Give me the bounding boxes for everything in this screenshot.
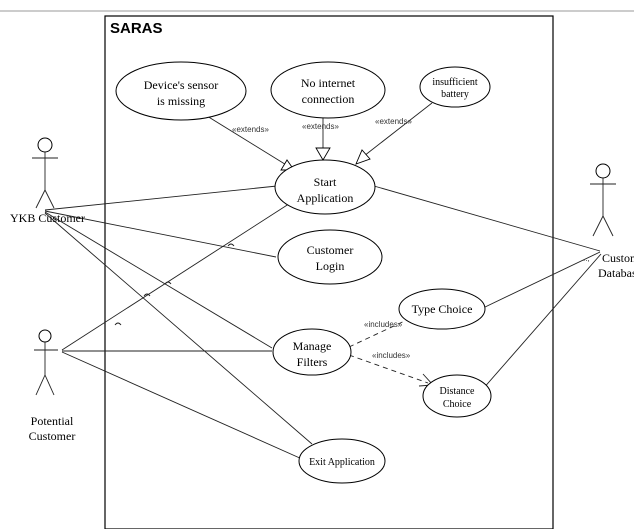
line-hop [164, 281, 172, 285]
system-boundary [104, 15, 554, 529]
use-case-insufficient-battery: insufficient battery [419, 66, 491, 108]
actor-label-fragment: .., [583, 254, 590, 263]
use-case-label: Type Choice [412, 302, 473, 316]
actor-leg [35, 189, 46, 209]
associations [44, 185, 602, 460]
use-case-no-internet: No internet connection [270, 61, 386, 119]
actor-label: Custome [602, 251, 634, 265]
use-case-distance-choice: Distance Choice [422, 374, 492, 418]
actor-head [37, 137, 53, 153]
extend-battery-arrow [355, 149, 371, 165]
extend-battery [363, 102, 433, 157]
use-case-label: Distance [440, 386, 476, 397]
assoc-db-type [482, 251, 601, 309]
extends-label-2: «extends» [302, 122, 339, 131]
use-case-label: Device's sensor [144, 78, 218, 92]
includes-label-2: «includes» [372, 351, 411, 360]
actor-ykb-customer: YKB Customer [10, 137, 85, 225]
actor-leg [35, 374, 46, 396]
assoc-ykb-exit [44, 212, 313, 445]
actor-label: Customer [29, 429, 76, 443]
assoc-potential-start [61, 199, 296, 351]
use-case-label: battery [441, 89, 469, 100]
assoc-potential-exit [61, 351, 303, 460]
use-case-type-choice: Type Choice [398, 288, 486, 330]
assoc-db-start [373, 185, 601, 252]
extend-internet-arrow [315, 147, 331, 161]
actor-potential-customer: Potential Customer [29, 329, 76, 443]
use-case-label: Customer [307, 243, 354, 257]
include-distance [348, 354, 429, 384]
extend-sensor [206, 115, 289, 167]
use-case-label: No internet [301, 76, 356, 90]
actor-leg [592, 215, 604, 237]
actor-label: YKB Customer [10, 211, 85, 225]
assoc-ykb-start [44, 185, 278, 211]
use-case-label: insufficient [432, 77, 478, 88]
actor-label: Databas [598, 266, 634, 280]
use-case-label: Login [316, 259, 345, 273]
line-hop [227, 243, 235, 247]
includes-label-1: «includes» [364, 320, 403, 329]
assoc-ykb-login [44, 210, 277, 258]
assoc-db-distance [481, 253, 602, 391]
use-case-label: is missing [157, 94, 205, 108]
extends-label-1: «extends» [232, 125, 269, 134]
use-case-label: Application [297, 191, 354, 205]
use-case-label: Filters [297, 355, 328, 369]
use-case-customer-login: Customer Login [277, 229, 383, 285]
actor-label: Potential [31, 414, 74, 428]
use-case-exit-application: Exit Application [298, 438, 386, 484]
use-case-label: Manage [293, 339, 332, 353]
use-case-manage-filters: Manage Filters [272, 328, 352, 376]
actor-head [38, 329, 52, 343]
actor-head [595, 163, 611, 179]
extends-label-3: «extends» [375, 117, 412, 126]
actor-leg [602, 215, 614, 237]
line-hop [114, 322, 122, 326]
use-case-label: connection [302, 92, 355, 106]
use-case-label: Exit Application [309, 457, 375, 468]
system-title: SARAS [110, 20, 163, 37]
use-case-label: Start [314, 175, 337, 189]
use-case-label: Choice [443, 399, 472, 410]
actor-leg [44, 189, 55, 209]
line-hop [143, 293, 151, 297]
use-case-start-application: Start Application [274, 159, 376, 215]
use-case-sensor-missing: Device's sensor is missing [115, 61, 247, 121]
actor-customer-database: Custome Databas .., [583, 163, 634, 280]
extends-relations: «extends» «extends» «extends» [206, 102, 433, 171]
assoc-ykb-manage [44, 211, 273, 349]
actor-leg [44, 374, 55, 396]
